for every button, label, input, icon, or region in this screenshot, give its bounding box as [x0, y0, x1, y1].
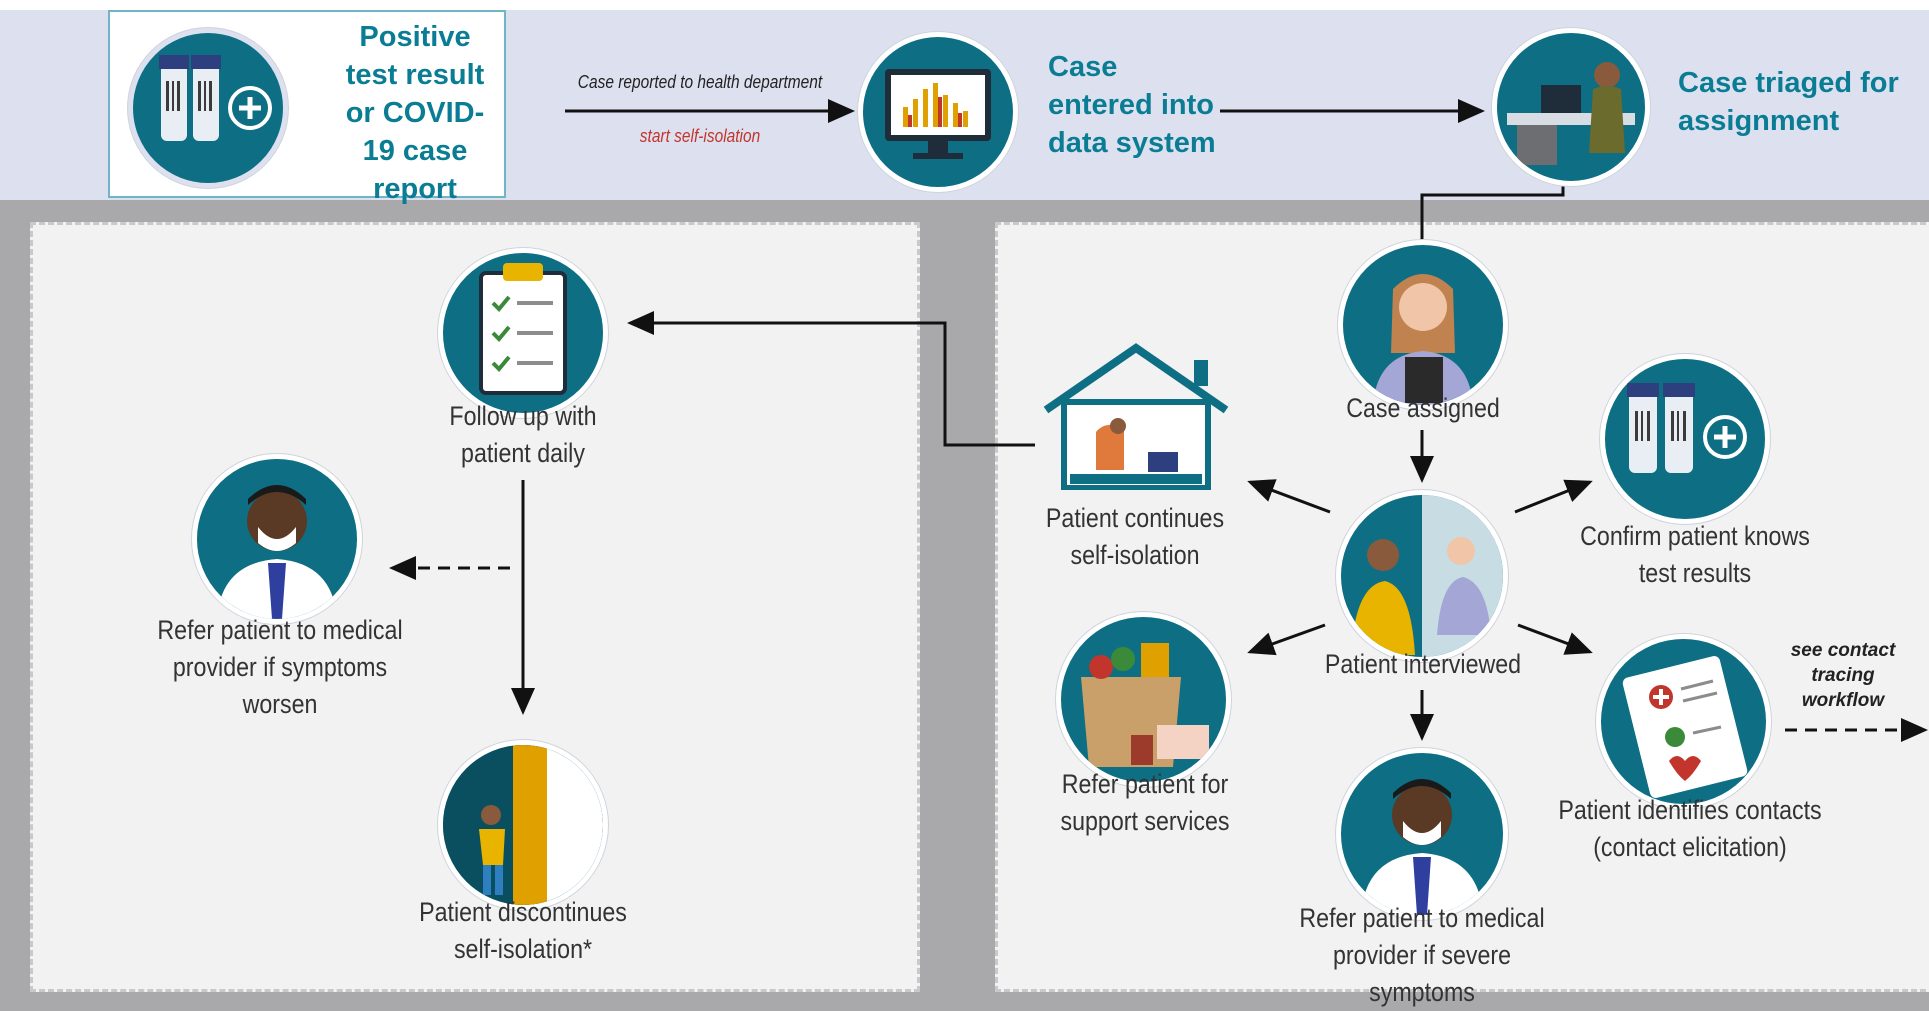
refer-support-label: Refer patient for support services — [1060, 769, 1230, 836]
patient-interviewed-label: Patient interviewed — [1324, 649, 1522, 679]
refer-worsen-label: Refer patient to medical provider if sym… — [157, 615, 403, 719]
arrow-to-support — [1247, 623, 1326, 656]
doctor-mask-icon — [1336, 748, 1508, 920]
doctor-mask-icon — [192, 454, 362, 624]
patient-continues-label: Patient continues self-isolation — [1045, 503, 1225, 570]
confirm-results-label: Confirm patient knows test results — [1580, 521, 1810, 588]
confirm-test-tubes-icon — [1600, 354, 1770, 524]
medical-clipboard-icon — [1596, 634, 1771, 809]
follow-up-label: Follow up with patient daily — [449, 401, 597, 468]
arrow-to-contacts — [1517, 623, 1593, 655]
case-triaged-label: Case triaged for assignment — [1678, 67, 1899, 137]
discontinues-label: Patient discontinues self-isolation* — [419, 897, 627, 964]
flow-arrows — [389, 99, 1928, 742]
arrow-to-continues — [1247, 479, 1331, 514]
person-tablet-icon — [1338, 240, 1508, 410]
person-door-icon — [438, 740, 608, 910]
phone-call-icon — [1336, 490, 1508, 662]
arrow-to-confirm — [1514, 479, 1593, 514]
positive-test-label: Positive test result or COVID-19 case re… — [345, 21, 485, 205]
grocery-bag-icon — [1056, 612, 1231, 787]
arrow-continues-followup — [627, 311, 1035, 447]
house-person-icon — [1043, 343, 1229, 490]
case-entered-label: Case entered into data system — [1048, 51, 1216, 159]
isolation-note: start self-isolation — [639, 126, 761, 146]
reported-note: Case reported to health department — [577, 72, 823, 92]
clipboard-checklist-icon — [438, 248, 608, 418]
case-assigned-label: Case assigned — [1346, 393, 1500, 423]
top-strip — [0, 0, 1929, 10]
positive-test-box: Positive test result or COVID-19 case re… — [108, 10, 506, 205]
worker-laptop-icon — [1492, 28, 1650, 186]
test-tubes-plus-icon — [128, 28, 288, 188]
connector-triaged-assigned — [1420, 178, 1565, 240]
monitor-chart-icon — [858, 32, 1018, 192]
refer-severe-label: Refer patient to medical provider if sev… — [1299, 903, 1545, 1007]
identifies-contacts-label: Patient identifies contacts (contact eli… — [1558, 795, 1822, 862]
see-contact-note: see contact tracing workflow — [1790, 640, 1896, 711]
